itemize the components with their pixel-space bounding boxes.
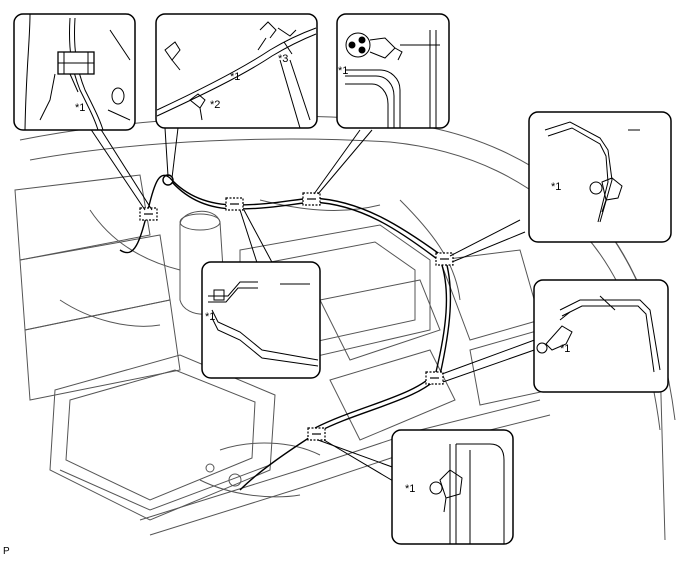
- callout-right-upper-label-1: *1: [551, 181, 561, 193]
- callout-right-lower: *1: [533, 279, 669, 393]
- clamp-marker-top-right: [302, 192, 321, 206]
- clamp-marker-right-lower: [425, 371, 444, 385]
- figure-code: P: [3, 546, 10, 557]
- callout-top-center-label-3: *3: [278, 53, 288, 65]
- callout-right-lower-label-1: *1: [560, 343, 570, 355]
- callout-bottom-label-1: *1: [405, 483, 415, 495]
- callout-top-center-label-1: *1: [230, 71, 240, 83]
- callout-center: *1: [201, 261, 321, 379]
- clamp-markers: [139, 192, 454, 441]
- clamp-marker-bottom: [307, 427, 326, 441]
- engine-bay-illustration: [14, 115, 676, 541]
- clamp-marker-center: [225, 197, 244, 211]
- callout-top-left: *1: [13, 13, 136, 131]
- callout-top-center: *1 *2 *3: [155, 13, 318, 129]
- callout-center-label-1: *1: [205, 311, 215, 323]
- callout-bottom: *1: [391, 429, 514, 545]
- clamp-marker-right-upper: [435, 252, 454, 266]
- callout-top-left-label-1: *1: [75, 102, 85, 114]
- callout-top-center-label-2: *2: [210, 99, 220, 111]
- leader-lines: [89, 127, 541, 489]
- clamp-marker-left: [139, 207, 158, 221]
- callout-right-upper: *1: [528, 111, 672, 243]
- callout-top-right: *1: [336, 13, 450, 129]
- callout-top-right-label-1: *1: [338, 65, 348, 77]
